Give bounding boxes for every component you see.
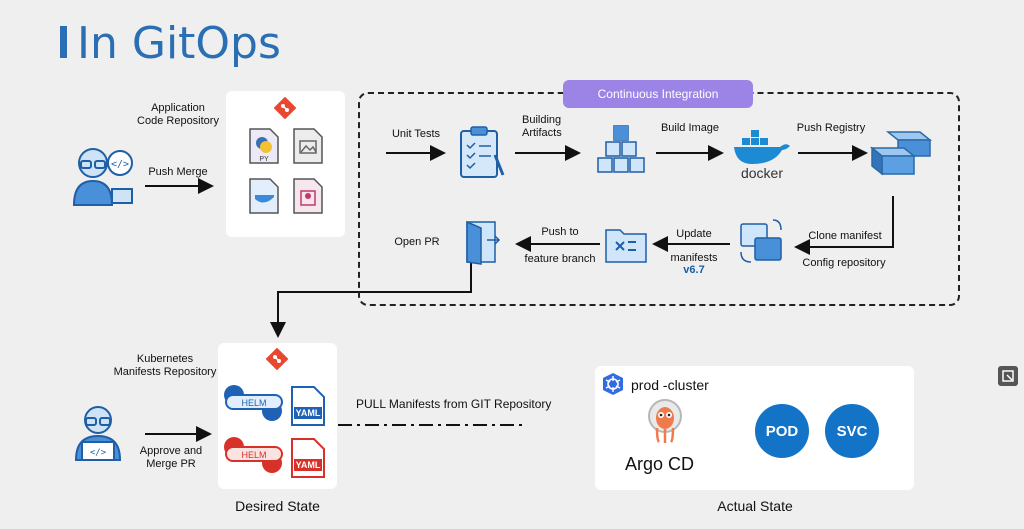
svg-text:HELM: HELM [241,398,266,408]
cluster-name: prod -cluster [631,377,709,393]
unit-tests-label: Unit Tests [391,128,441,140]
manifests-label: manifests [670,252,718,264]
docker-file-icon [249,178,279,214]
config-repo-label: Config repository [802,257,886,269]
k8s-repo-card: HELM YAML HELM YAML [218,343,337,489]
yaml-blue-file-icon: YAML [291,386,325,426]
pod-badge: POD [755,404,809,458]
helm-blue-icon: HELM [224,385,283,421]
push-registry-label: Push Registry [796,122,866,134]
arrow-to-k8s-repo [270,262,472,338]
clone-manifest-icon [740,219,782,263]
svg-text:PY: PY [259,156,269,163]
overlay-button[interactable] [998,366,1018,386]
kubernetes-icon [603,373,623,395]
pull-manifests-label: PULL Manifests from GIT Repository [356,397,552,411]
ci-pill: Continuous Integration [563,80,753,108]
helm-red-icon: HELM [224,437,283,473]
registry-containers-icon [869,131,933,176]
desired-state-label: Desired State [235,498,320,514]
push-to-label: Push to [541,226,579,238]
reviewer-developer-icon: </> [74,406,122,461]
page-title: In GitOps [60,18,281,69]
svc-badge: SVC [825,404,879,458]
unit-test-clipboard-icon [460,126,505,178]
title-text: In GitOps [77,18,281,69]
config-file-icon [293,178,323,214]
developer-icon: </> [72,148,133,206]
image-file-icon [293,128,323,164]
prod-cluster-card: prod -cluster Argo CD POD SVC [595,366,914,490]
svg-text:YAML: YAML [296,408,321,418]
git-icon [266,348,288,370]
k8s-repo-label: Kubernetes Manifests Repository [113,353,217,378]
docker-icon: docker [734,130,790,180]
build-image-label: Build Image [660,122,720,134]
app-repo-label: Application Code Repository [137,102,219,127]
building-artifacts-label: Building Artifacts [522,114,562,139]
argo-cd-label: Argo CD [625,454,695,474]
clone-manifest-label: Clone manifest [808,230,882,242]
svg-text:YAML: YAML [296,460,321,470]
expand-icon [1002,370,1014,382]
python-file-icon: PY [249,128,279,164]
feature-branch-label: feature branch [524,253,596,265]
app-repo-card: PY [226,91,345,237]
argo-cd-icon [648,399,682,443]
git-icon [274,97,296,119]
open-pr-door-icon [466,220,501,265]
svg-text:</>: </> [111,159,129,170]
open-pr-label: Open PR [394,236,440,248]
artifact-cubes-icon [597,125,645,173]
approve-merge-label: Approve and Merge PR [139,445,203,470]
svg-text:HELM: HELM [241,450,266,460]
svg-text:</>: </> [90,448,107,458]
title-bar [60,26,67,58]
yaml-red-file-icon: YAML [291,438,325,478]
svg-text:docker: docker [741,165,783,180]
update-label: Update [676,228,712,240]
version-label: v6.7 [683,264,705,276]
push-folder-icon [605,229,647,263]
push-merge-label: Push Merge [148,166,208,178]
arrow-clone-manifest [794,196,894,255]
actual-state-label: Actual State [717,498,793,514]
